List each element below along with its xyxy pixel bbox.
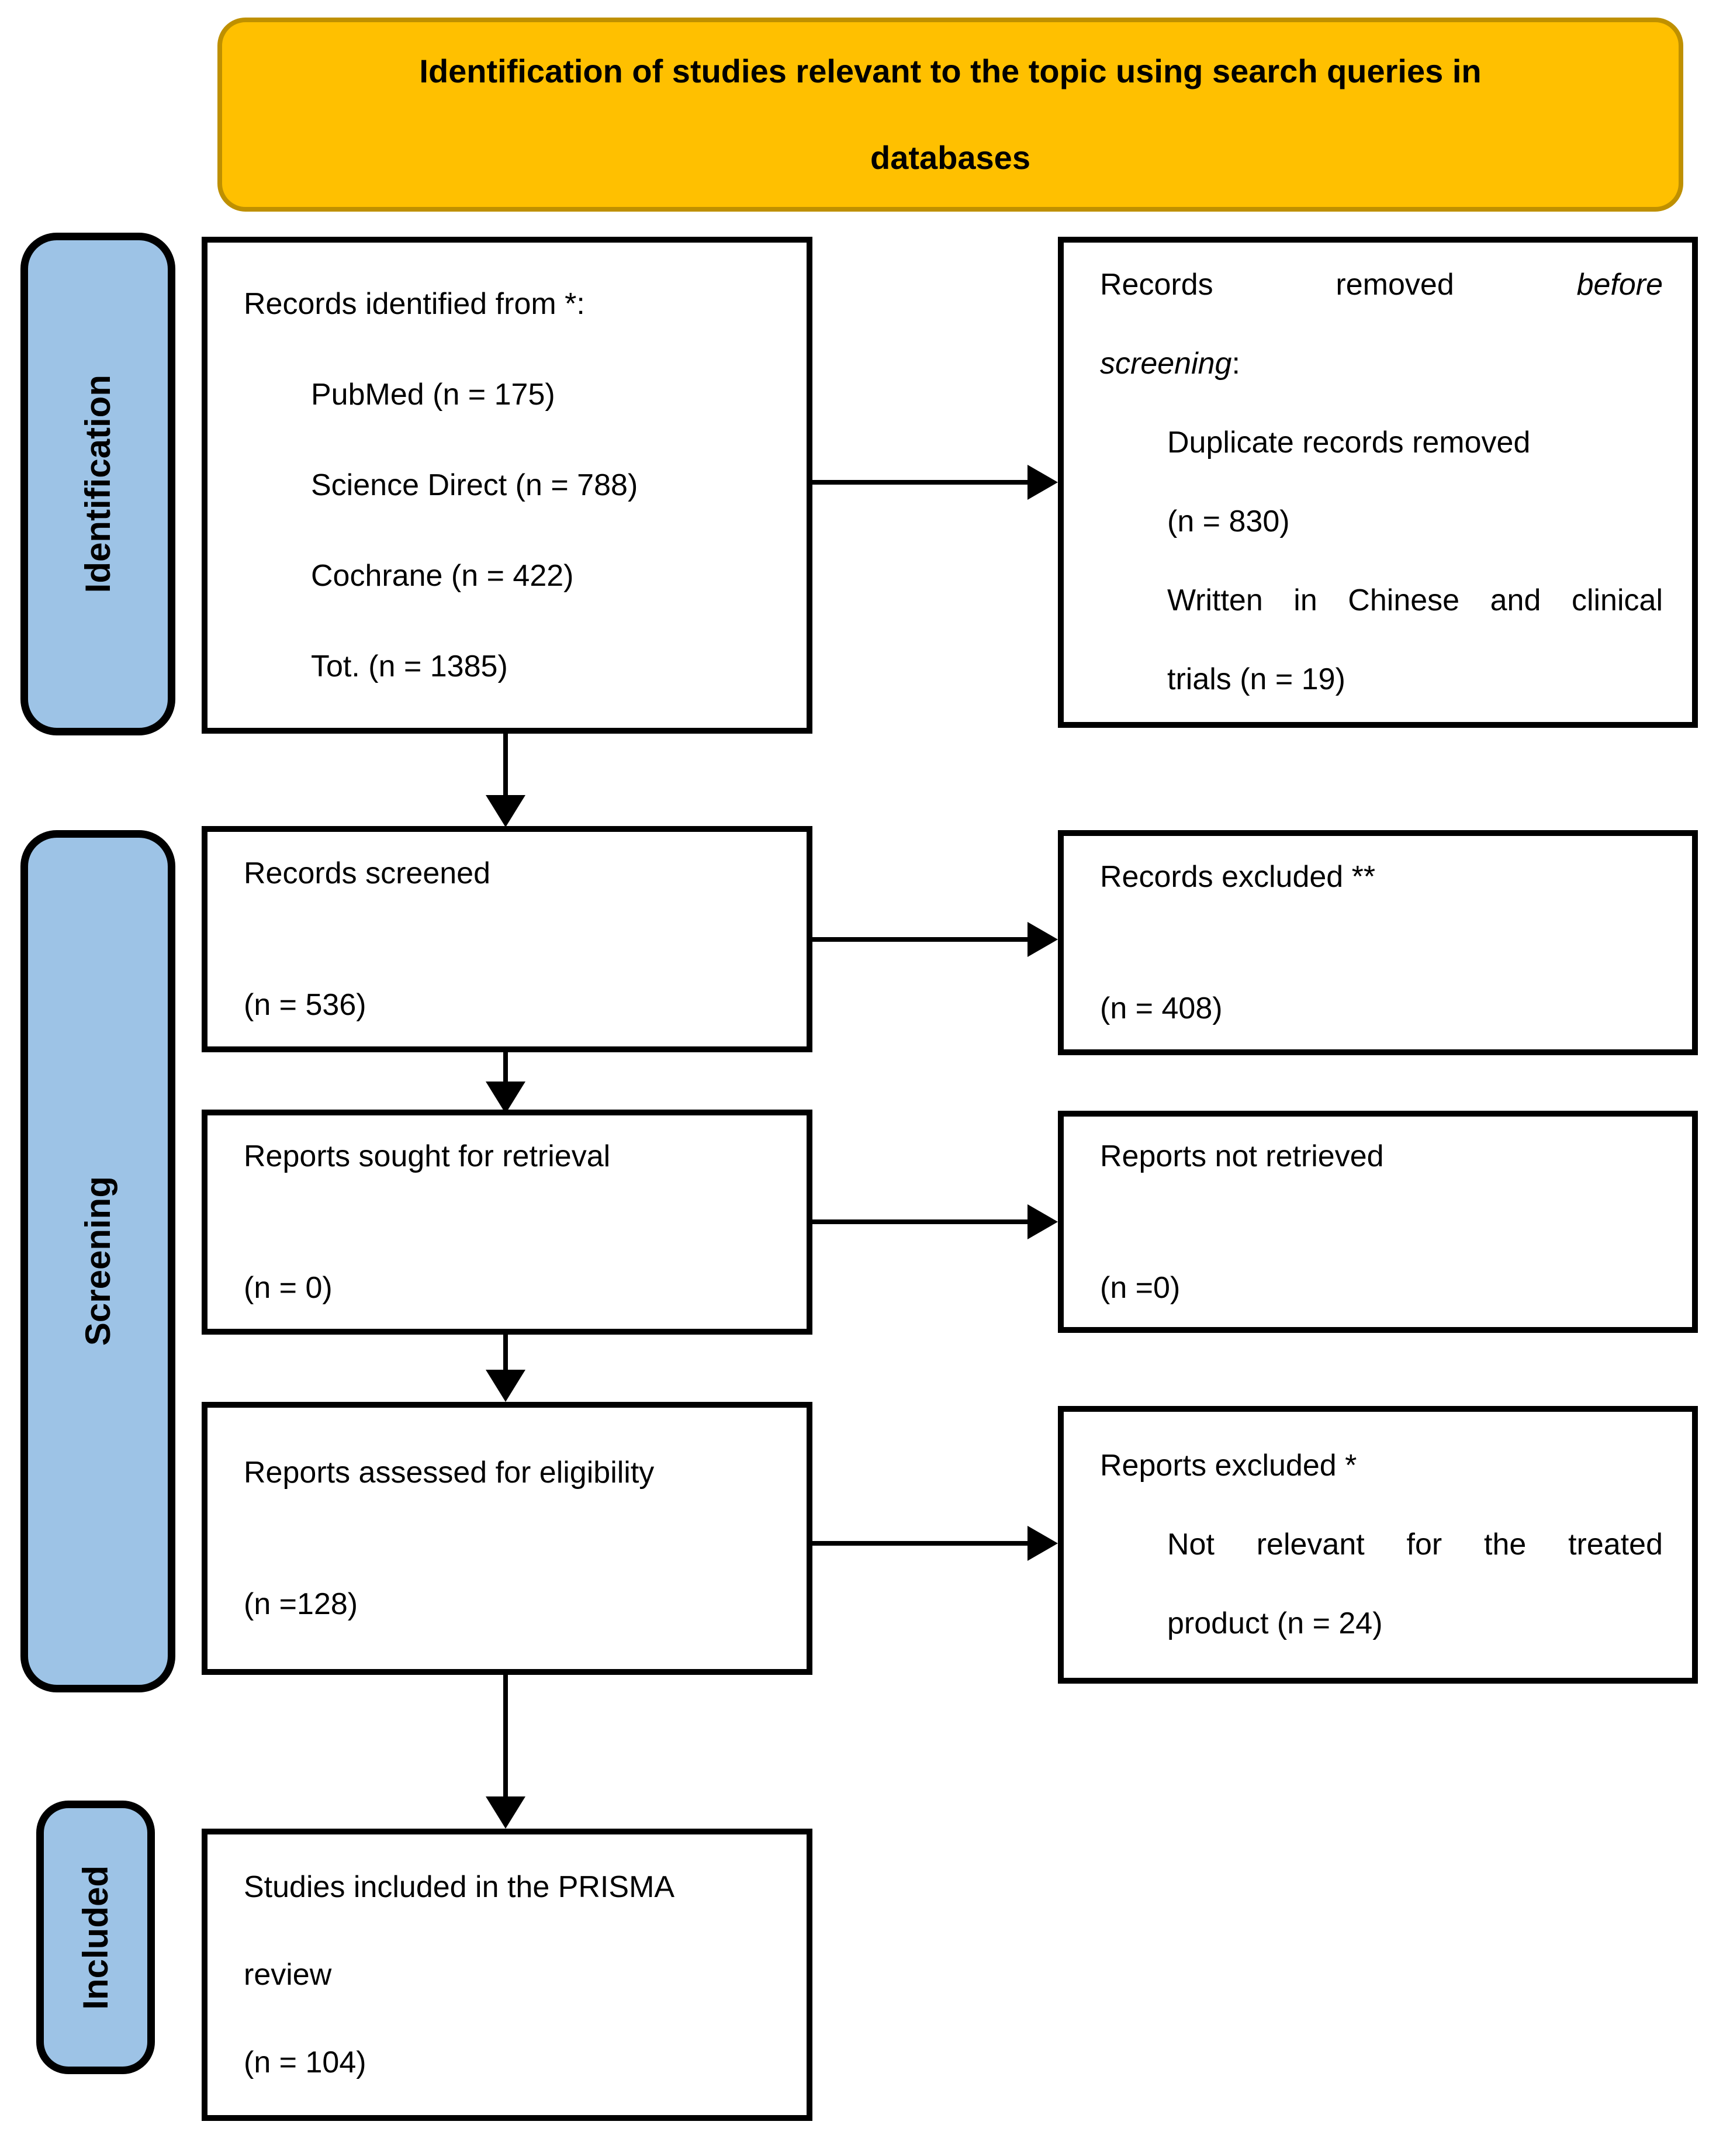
reports-sought-count: (n = 0): [244, 1271, 333, 1305]
arrowhead-down-1-icon: [486, 795, 525, 827]
records-screened-label: Records screened: [244, 856, 490, 890]
records-removed-item2-line1: Written in Chinese and clinical: [1167, 583, 1663, 617]
arrow-down-3-stem: [503, 1335, 508, 1371]
reports-excluded-reason-line1: Not relevant for the treated: [1167, 1528, 1663, 1561]
arrow-down-1-stem: [503, 734, 508, 799]
records-identified-item-total: Tot. (n = 1385): [311, 649, 508, 683]
stage-label-included: Included: [36, 1801, 155, 2074]
records-removed-item2-line2: trials (n = 19): [1167, 662, 1345, 696]
reports-not-retrieved-count: (n =0): [1100, 1270, 1181, 1305]
box-reports-not-retrieved: Reports not retrieved (n =0): [1058, 1111, 1698, 1333]
reports-not-retrieved-label: Reports not retrieved: [1100, 1139, 1384, 1173]
box-records-screened: Records screened (n = 536): [202, 826, 812, 1052]
stage-label-identification: Identification: [20, 233, 175, 735]
records-removed-intro-italic1: before: [1576, 268, 1663, 302]
title-banner-line1: Identification of studies relevant to th…: [419, 53, 1482, 89]
records-removed-intro-italic2: screening: [1100, 347, 1232, 381]
box-records-identified: Records identified from *: PubMed (n = 1…: [202, 237, 812, 734]
studies-included-count: (n = 104): [244, 2046, 366, 2079]
reports-sought-label: Reports sought for retrieval: [244, 1139, 611, 1173]
stage-label-screening-text: Screening: [78, 1176, 117, 1346]
records-identified-intro: Records identified from *:: [244, 286, 585, 321]
box-records-excluded: Records excluded ** (n = 408): [1058, 830, 1698, 1055]
records-screened-count: (n = 536): [244, 988, 366, 1022]
arrow-right-1-stem: [812, 480, 1030, 485]
records-identified-item-pubmed: PubMed (n = 175): [311, 377, 555, 412]
stage-label-included-text: Included: [76, 1865, 115, 2010]
arrowhead-down-2-icon: [486, 1082, 525, 1114]
box-reports-sought: Reports sought for retrieval (n = 0): [202, 1110, 812, 1335]
arrowhead-right-1-icon: [1027, 465, 1058, 500]
arrowhead-right-4-icon: [1027, 1526, 1058, 1561]
title-banner: Identification of studies relevant to th…: [217, 18, 1683, 212]
records-identified-item-sciencedirect: Science Direct (n = 788): [311, 468, 638, 502]
title-banner-line2: databases: [870, 139, 1030, 176]
reports-excluded-reason-line2: product (n = 24): [1167, 1606, 1383, 1640]
box-studies-included: Studies included in the PRISMA review (n…: [202, 1829, 812, 2121]
records-removed-item1-line2: (n = 830): [1167, 505, 1290, 538]
records-removed-intro-plain: Records removed: [1100, 268, 1454, 302]
records-removed-intro-line1: Records removed before: [1100, 246, 1663, 324]
records-removed-item1-line1: Duplicate records removed: [1167, 426, 1531, 459]
arrowhead-right-2-icon: [1027, 922, 1058, 957]
box-reports-assessed: Reports assessed for eligibility (n =128…: [202, 1402, 812, 1675]
arrowhead-down-4-icon: [486, 1796, 525, 1829]
records-excluded-label: Records excluded **: [1100, 860, 1376, 894]
records-removed-intro-line2: screening:: [1100, 324, 1663, 403]
records-removed-intro-colon: :: [1231, 347, 1240, 381]
stage-label-screening: Screening: [20, 830, 175, 1692]
arrow-right-2-stem: [812, 937, 1030, 942]
studies-included-label-line1: Studies included in the PRISMA: [244, 1870, 675, 1904]
arrow-down-4-stem: [503, 1675, 508, 1798]
records-identified-item-cochrane: Cochrane (n = 422): [311, 558, 574, 593]
reports-excluded-label: Reports excluded *: [1100, 1449, 1357, 1483]
arrow-down-2-stem: [503, 1052, 508, 1084]
arrow-right-3-stem: [812, 1219, 1030, 1224]
box-reports-excluded: Reports excluded * Not relevant for the …: [1058, 1406, 1698, 1684]
studies-included-label-line2: review: [244, 1958, 332, 1992]
reports-assessed-count: (n =128): [244, 1587, 358, 1621]
records-excluded-count: (n = 408): [1100, 991, 1223, 1025]
reports-assessed-label: Reports assessed for eligibility: [244, 1456, 655, 1490]
arrow-right-4-stem: [812, 1541, 1030, 1546]
stage-label-identification-text: Identification: [78, 375, 117, 593]
box-records-removed: Records removed before screening: Duplic…: [1058, 237, 1698, 728]
arrowhead-right-3-icon: [1027, 1204, 1058, 1239]
arrowhead-down-3-icon: [486, 1370, 525, 1402]
